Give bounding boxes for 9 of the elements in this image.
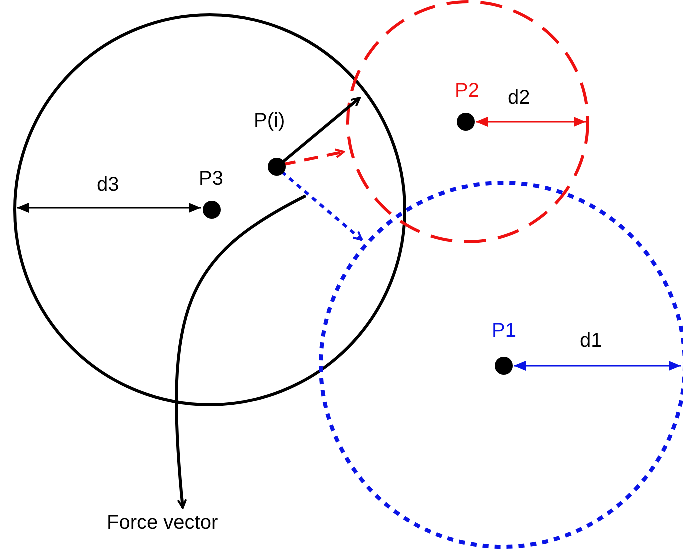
dimension-label: d1	[580, 330, 602, 352]
point-label: P3	[199, 168, 224, 190]
leader-line	[175, 194, 307, 509]
point-label: P(i)	[254, 110, 286, 132]
point-label: P2	[455, 80, 480, 102]
point-label: P1	[492, 320, 516, 342]
dimension-label: d3	[97, 174, 120, 196]
dimension-label: d2	[508, 87, 530, 109]
caption-text: Force vector	[107, 512, 218, 534]
